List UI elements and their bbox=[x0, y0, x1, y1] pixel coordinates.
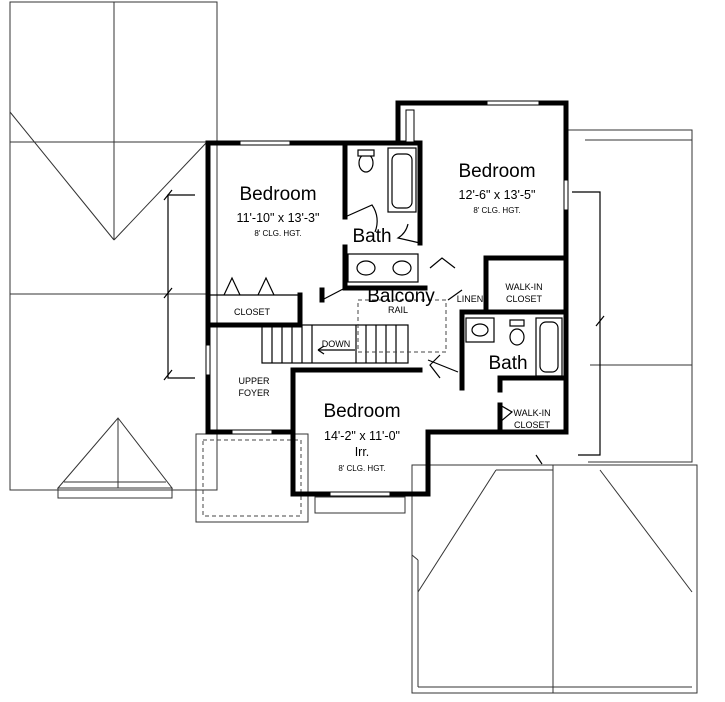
bath-lower-label: Bath bbox=[488, 353, 527, 374]
roof-right bbox=[411, 129, 698, 694]
closet-label: CLOSET bbox=[234, 307, 271, 317]
windows bbox=[205, 100, 569, 497]
dimension-lines bbox=[163, 189, 605, 465]
bedroom-bottom-ceiling: 8' CLG. HGT. bbox=[338, 464, 385, 473]
doors bbox=[208, 204, 514, 423]
balcony-label: Balcony bbox=[367, 286, 435, 307]
rail-label: RAIL bbox=[388, 305, 408, 315]
bedroom-right-name: Bedroom bbox=[458, 161, 535, 182]
walkin-upper-line1: WALK-IN bbox=[505, 282, 542, 292]
bedroom-right-dims: 12'-6" x 13'-5" bbox=[459, 188, 536, 202]
stairs bbox=[261, 299, 447, 364]
bedroom-bottom-extra: Irr. bbox=[355, 445, 370, 459]
roof-left bbox=[9, 1, 218, 499]
upper-foyer-line1: UPPER bbox=[238, 376, 270, 386]
linen-label: LINEN bbox=[457, 294, 484, 304]
bedroom-right-ceiling: 8' CLG. HGT. bbox=[473, 206, 520, 215]
upper-foyer-line2: FOYER bbox=[238, 388, 270, 398]
fixtures bbox=[347, 147, 563, 377]
bath-upper-label: Bath bbox=[352, 226, 391, 247]
walkin-upper-line2: CLOSET bbox=[506, 294, 543, 304]
bedroom-left-name: Bedroom bbox=[239, 184, 316, 205]
walkin-lower-line1: WALK-IN bbox=[513, 408, 550, 418]
stairs-down-label: DOWN bbox=[322, 339, 351, 349]
walkin-lower-line2: CLOSET bbox=[514, 420, 551, 430]
bedroom-bottom-dims: 14'-2" x 11'-0" bbox=[324, 429, 400, 443]
bedroom-left-dims: 11'-10" x 13'-3" bbox=[237, 211, 320, 225]
porch-roof bbox=[195, 433, 406, 523]
bedroom-left-ceiling: 8' CLG. HGT. bbox=[254, 229, 301, 238]
bedroom-bottom-name: Bedroom bbox=[323, 401, 400, 422]
